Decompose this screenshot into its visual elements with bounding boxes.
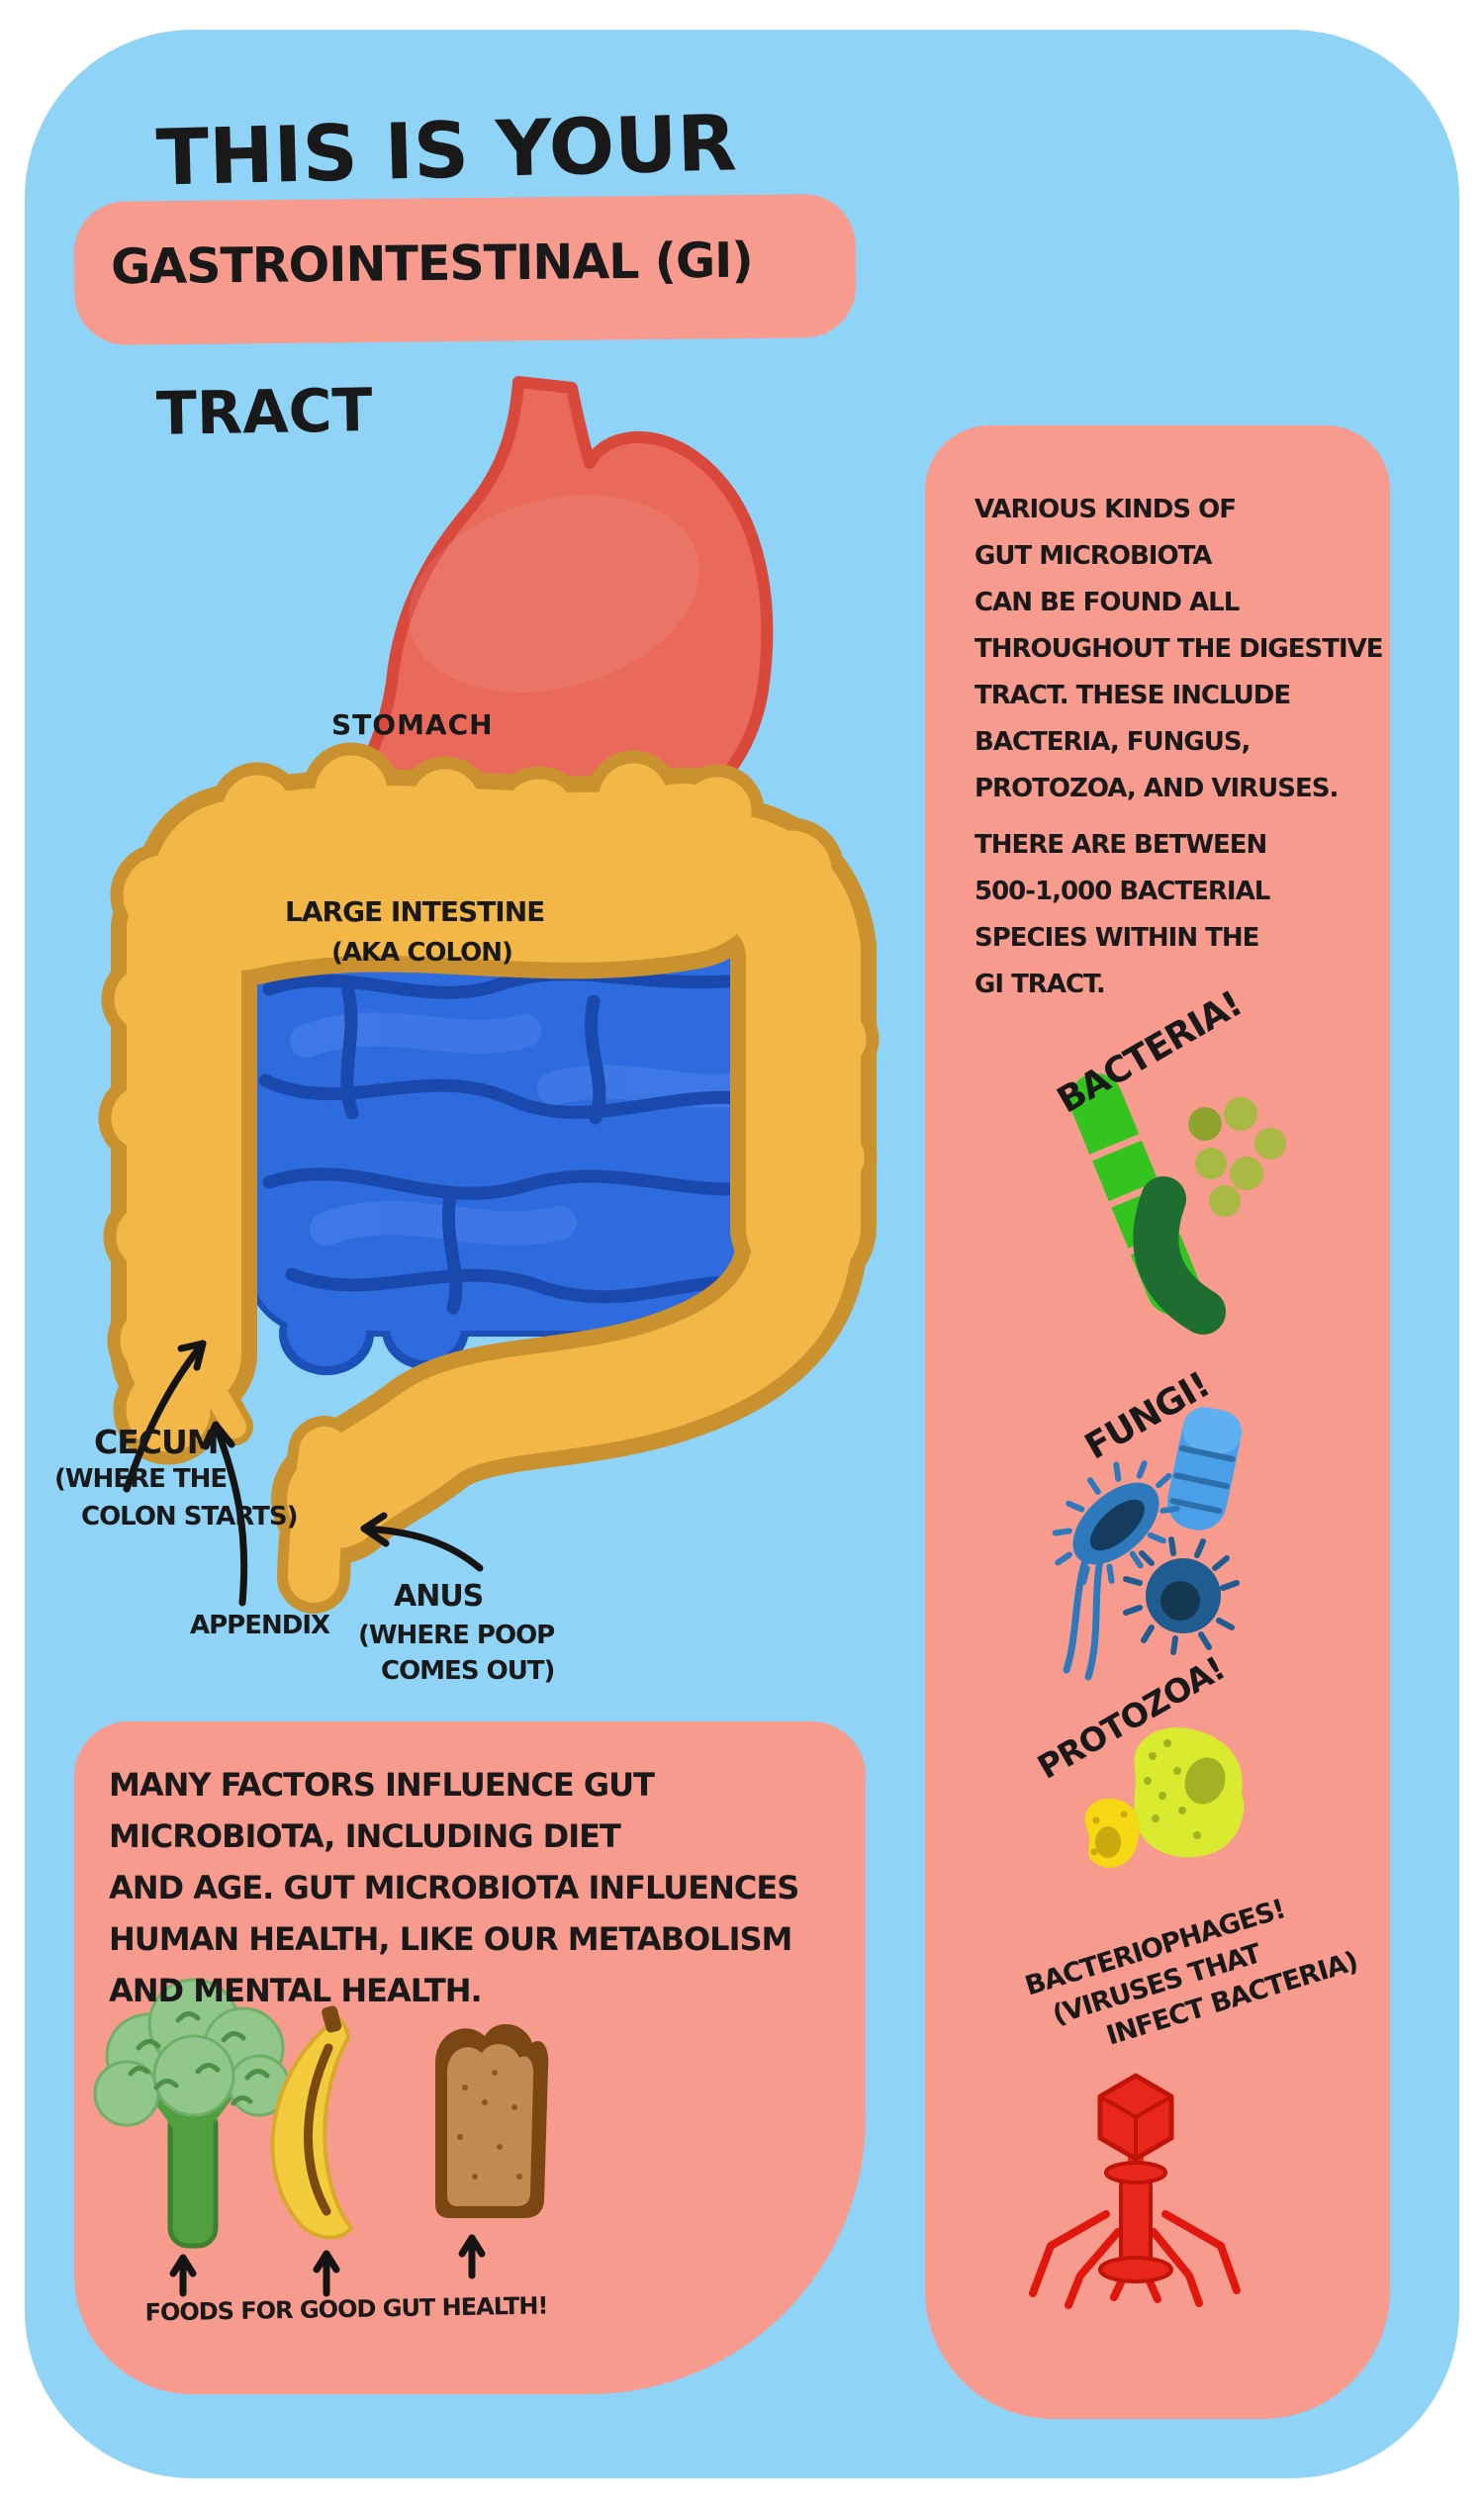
title-highlighted: GASTROINTESTINAL (GI) (110, 232, 754, 296)
paragraph-line: THROUGHOUT THE DIGESTIVE (974, 634, 1384, 664)
cecum-label: CECUM (94, 1423, 220, 1461)
paragraph-line: 500-1,000 BACTERIAL (974, 877, 1270, 906)
factors-paragraph: MANY FACTORS INFLUENCE GUT MICROBIOTA, I… (109, 1759, 799, 2016)
factors-line: MANY FACTORS INFLUENCE GUT (109, 1766, 655, 1804)
paragraph-line: TRACT. THESE INCLUDE (974, 681, 1291, 710)
factors-line: HUMAN HEALTH, LIKE OUR METABOLISM (109, 1920, 792, 1958)
anus-sublabel-1: (WHERE POOP (358, 1621, 555, 1650)
paragraph-line: VARIOUS KINDS OF (974, 495, 1237, 524)
title-line1: THIS IS YOUR (154, 99, 738, 204)
paragraph-line: SPECIES WITHIN THE (974, 923, 1259, 953)
microbiota-paragraph: VARIOUS KINDS OF GUT MICROBIOTA CAN BE F… (974, 487, 1384, 1008)
paragraph-line: BACTERIA, FUNGUS, (974, 727, 1251, 757)
paragraph-line: CAN BE FOUND ALL (974, 588, 1240, 617)
paragraph-line: GI TRACT. (974, 970, 1106, 999)
cecum-sublabel-2: COLON STARTS) (81, 1502, 298, 1532)
title-line3: TRACT (155, 376, 374, 449)
appendix-label: APPENDIX (190, 1611, 330, 1640)
anus-sublabel-2: COMES OUT) (381, 1656, 555, 1686)
paragraph-line: PROTOZOA, AND VIRUSES. (974, 774, 1339, 803)
paragraph-line: THERE ARE BETWEEN (974, 830, 1267, 860)
anus-label: ANUS (394, 1579, 484, 1614)
factors-line: MICROBIOTA, INCLUDING DIET (109, 1817, 621, 1855)
cecum-sublabel-1: (WHERE THE (54, 1464, 228, 1494)
factors-line: AND MENTAL HEALTH. (109, 1972, 483, 2009)
large-intestine-label: LARGE INTESTINE (285, 895, 545, 928)
paragraph-line: GUT MICROBIOTA (974, 541, 1212, 571)
large-intestine-sublabel: (AKA COLON) (331, 938, 513, 968)
factors-line: AND AGE. GUT MICROBIOTA INFLUENCES (109, 1869, 799, 1906)
stomach-label: STOMACH (331, 708, 494, 741)
